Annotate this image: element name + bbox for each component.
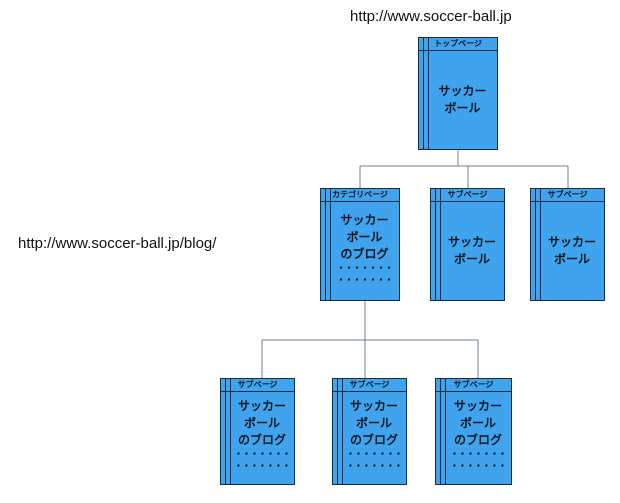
node-text: サッカー xyxy=(453,399,502,413)
sub-page-node-2: サブページ サッカー ボール xyxy=(530,188,605,301)
node-ellipsis: ・・・・・・・ xyxy=(449,450,507,460)
node-text: のブログ xyxy=(237,433,286,447)
node-ellipsis: ・・・・・・・ xyxy=(336,276,393,286)
node-text: ボール xyxy=(444,101,481,115)
node-text: ボール xyxy=(553,252,590,266)
node-text: ボール xyxy=(355,416,392,430)
node-text: サッカー xyxy=(349,399,398,413)
node-header: サブページ xyxy=(531,189,604,202)
blog-sub-page-node-1: サブページ サッカー ボール のブログ ・・・・・・・ ・・・・・・・ xyxy=(220,378,295,485)
node-ellipsis: ・・・・・・・ xyxy=(233,462,291,472)
node-text: サッカー xyxy=(237,399,286,413)
blog-sub-page-node-3: サブページ サッカー ボール のブログ ・・・・・・・ ・・・・・・・ xyxy=(435,378,512,485)
node-header: サブページ xyxy=(333,379,406,392)
node-header: サブページ xyxy=(431,189,504,202)
top-page-node: トップページ サッカー ボール xyxy=(418,37,498,150)
category-page-node: カテゴリページ サッカー ボール のブログ ・・・・・・・ ・・・・・・・ xyxy=(320,188,400,301)
node-text: サッカー xyxy=(340,213,389,227)
sub-page-node-1: サブページ サッカー ボール xyxy=(430,188,505,301)
node-text: のブログ xyxy=(349,433,398,447)
node-text: ボール xyxy=(243,416,280,430)
node-ellipsis: ・・・・・・・ xyxy=(345,450,403,460)
node-text: ボール xyxy=(453,252,490,266)
node-header: トップページ xyxy=(419,38,497,51)
node-header: サブページ xyxy=(436,379,511,392)
node-text: のブログ xyxy=(453,433,502,447)
node-text: ボール xyxy=(459,416,496,430)
node-text: のブログ xyxy=(340,247,389,261)
node-ellipsis: ・・・・・・・ xyxy=(233,450,291,460)
node-text: サッカー xyxy=(547,235,596,249)
blog-url-label: http://www.soccer-ball.jp/blog/ xyxy=(18,235,217,252)
node-text: サッカー xyxy=(447,235,496,249)
top-url-label: http://www.soccer-ball.jp xyxy=(350,8,512,25)
node-header: カテゴリページ xyxy=(321,189,399,202)
node-ellipsis: ・・・・・・・ xyxy=(449,462,507,472)
node-text: サッカー xyxy=(438,84,487,98)
node-text: ボール xyxy=(346,230,383,244)
node-ellipsis: ・・・・・・・ xyxy=(336,264,393,274)
blog-sub-page-node-2: サブページ サッカー ボール のブログ ・・・・・・・ ・・・・・・・ xyxy=(332,378,407,485)
node-header: サブページ xyxy=(221,379,294,392)
node-ellipsis: ・・・・・・・ xyxy=(345,462,403,472)
